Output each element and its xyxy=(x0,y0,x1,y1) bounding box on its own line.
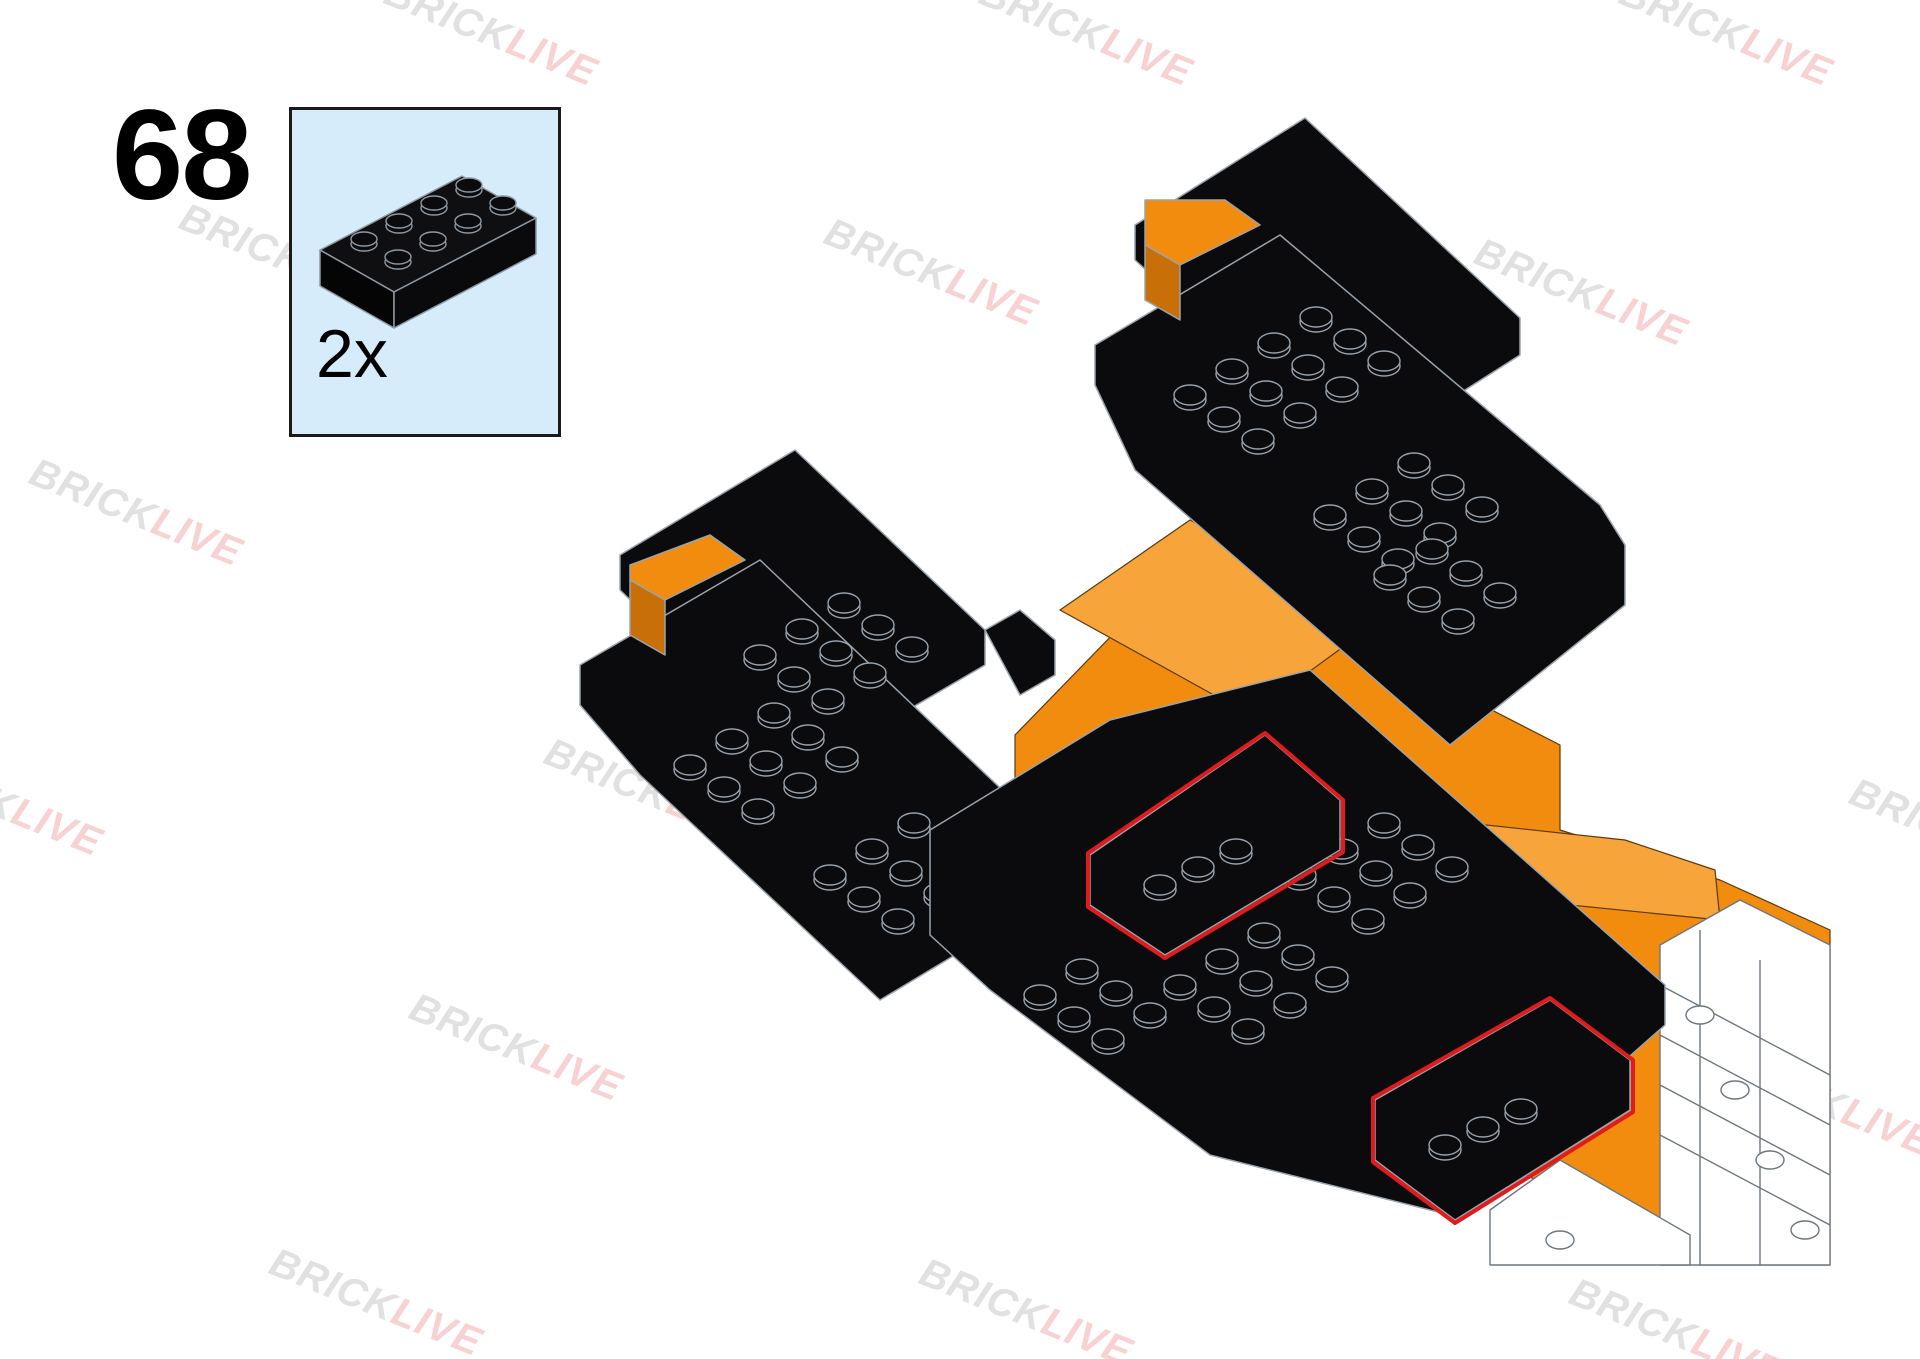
stud-top xyxy=(384,249,412,265)
stud-top xyxy=(1023,984,1057,1006)
stud-top xyxy=(1466,1116,1500,1138)
stud-top xyxy=(743,644,777,666)
stud-top xyxy=(1281,944,1315,966)
studs-upper-right xyxy=(1173,306,1517,635)
stud-top xyxy=(1257,332,1291,354)
studs-highlight xyxy=(1143,838,1538,1161)
stud-top xyxy=(1091,1028,1125,1050)
stud-top xyxy=(1389,500,1423,522)
stud-top xyxy=(1065,958,1099,980)
stud-top xyxy=(1355,478,1389,500)
stud-top xyxy=(1504,1098,1538,1120)
stud-top xyxy=(1163,974,1197,996)
part-quantity: 2x xyxy=(316,316,388,392)
stud-top xyxy=(1397,452,1431,474)
stud-top xyxy=(1299,306,1333,328)
studs-upper-left xyxy=(673,592,999,935)
stud-top xyxy=(1407,586,1441,608)
stud-top xyxy=(1317,886,1351,908)
stud-top xyxy=(1367,812,1401,834)
stud-top xyxy=(847,886,881,908)
stud-top xyxy=(791,724,825,746)
stud-top xyxy=(1133,1002,1167,1024)
stud-top xyxy=(1057,1006,1091,1028)
stud-top xyxy=(1143,874,1177,896)
stud-top xyxy=(1359,860,1393,882)
stud-top xyxy=(1393,882,1427,904)
stud-top xyxy=(783,772,817,794)
stud-top xyxy=(673,754,707,776)
stud-top xyxy=(897,812,931,834)
stud-top xyxy=(889,860,923,882)
stud-top xyxy=(385,213,413,229)
stud-top xyxy=(811,688,845,710)
stud-top xyxy=(707,776,741,798)
stud-top xyxy=(785,618,819,640)
stud-top xyxy=(1401,834,1435,856)
step-number: 68 xyxy=(112,84,252,227)
stud-top xyxy=(1333,328,1367,350)
stud-top xyxy=(1197,996,1231,1018)
stud-top xyxy=(1173,384,1207,406)
stud-top xyxy=(1483,582,1517,604)
stud-top xyxy=(1239,970,1273,992)
stud-top xyxy=(489,195,517,211)
stud-top xyxy=(1367,350,1401,372)
stud-top xyxy=(813,864,847,886)
stud-top xyxy=(1283,402,1317,424)
stud-top xyxy=(827,592,861,614)
stud-top xyxy=(1205,948,1239,970)
stud-top xyxy=(1431,474,1465,496)
stud-top xyxy=(1428,1134,1462,1156)
stud-top xyxy=(420,195,448,211)
stud-top xyxy=(861,614,895,636)
stud-top xyxy=(777,666,811,688)
stud-top xyxy=(853,662,887,684)
stud-top xyxy=(749,750,783,772)
stud-top xyxy=(1313,504,1347,526)
stud-top xyxy=(1215,358,1249,380)
stud-top xyxy=(825,746,859,768)
stud-top xyxy=(1441,608,1475,630)
stud-top xyxy=(1249,380,1283,402)
stud-top xyxy=(350,231,378,247)
stud-top xyxy=(1291,354,1325,376)
stud-top xyxy=(715,728,749,750)
stud-top xyxy=(1347,526,1381,548)
stud-top xyxy=(819,640,853,662)
stud-top xyxy=(1247,922,1281,944)
stud-top xyxy=(1099,980,1133,1002)
stud-top xyxy=(1435,856,1469,878)
new-brick-highlight-1 xyxy=(1086,731,1345,960)
stud-top xyxy=(757,702,791,724)
black-2x4-brick-icon xyxy=(319,175,537,329)
stud-top xyxy=(1241,428,1275,450)
stud-top xyxy=(1373,564,1407,586)
stud-top xyxy=(895,636,929,658)
stud-top xyxy=(855,838,889,860)
white-section xyxy=(1489,899,1831,1266)
stud-top xyxy=(1465,496,1499,518)
stud-top xyxy=(454,213,482,229)
stud-top xyxy=(1415,538,1449,560)
new-brick-highlight-2 xyxy=(1371,996,1635,1225)
stud-top xyxy=(1449,560,1483,582)
stud-top xyxy=(1207,406,1241,428)
studs-center xyxy=(1023,812,1469,1055)
stud-top xyxy=(1219,838,1253,860)
stud-top xyxy=(1315,966,1349,988)
stud-top xyxy=(455,177,483,193)
stud-top xyxy=(1231,1018,1265,1040)
stud-top xyxy=(1325,376,1359,398)
stud-top xyxy=(741,798,775,820)
stud-top xyxy=(419,231,447,247)
stud-top xyxy=(1181,856,1215,878)
stud-top xyxy=(1351,908,1385,930)
parts-callout: 2x xyxy=(289,107,561,437)
stud-top xyxy=(1273,992,1307,1014)
stud-top xyxy=(881,908,915,930)
